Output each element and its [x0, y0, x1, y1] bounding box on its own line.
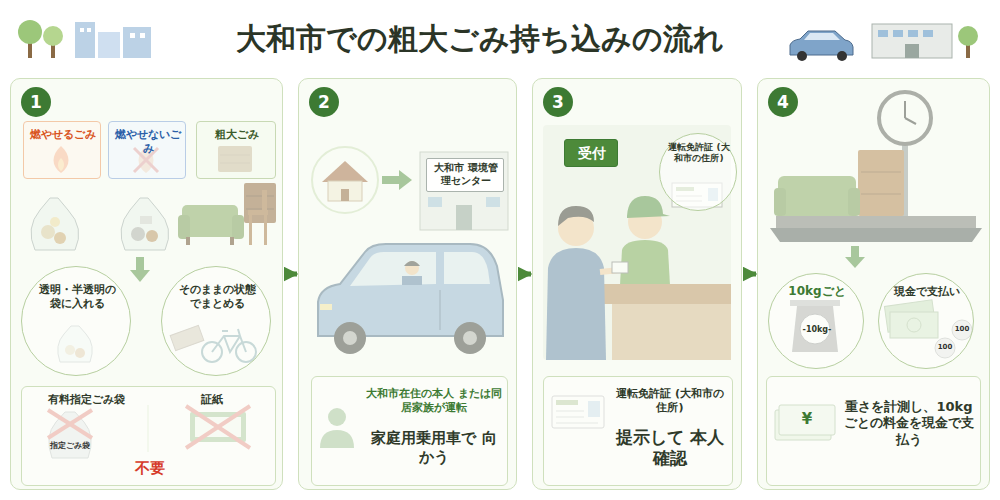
- node-heading: 重さを計測し、10kgごとの料金を現金で支払う: [843, 399, 975, 448]
- node-text: 不要: [114, 459, 186, 478]
- text-slot: 1: [21, 87, 51, 117]
- text-slot: 証紙: [152, 393, 272, 407]
- node-heading: 運転免許証 (大和市の住所): [668, 142, 730, 165]
- node-heading: 粗大ごみ: [199, 128, 275, 142]
- step-panel: 燃やせるごみ燃やせないごみ粗大ごみ透明・半透明の袋に入れる そのままの状態でまとめ…: [10, 78, 283, 490]
- node-heading: 運転免許証 (大和市の住所): [614, 387, 726, 415]
- step-circle: 10kgごと -10kg-: [768, 273, 864, 369]
- node-text: 証紙: [152, 393, 272, 407]
- step-panel: 受付運転免許証 (大和市の住所)運転免許証 (大和市の住所)提示して 本人確認3: [532, 78, 742, 490]
- node-heading: 10kgごと: [777, 284, 857, 299]
- header-trees: [43, 26, 63, 46]
- node-heading: 大和市 環境管理センター: [430, 162, 502, 187]
- header-buildings: [123, 27, 151, 58]
- step-arrow: [743, 272, 756, 277]
- header-buildings: [87, 28, 91, 32]
- header-building: [958, 26, 978, 46]
- header-building: [905, 44, 919, 58]
- step-arrow: [518, 272, 531, 277]
- text-slot: 10kgごと: [777, 284, 857, 299]
- text-slot: 重さを計測し、10kgごとの料金を現金で支払う: [843, 399, 975, 448]
- text-slot: 有料指定ごみ袋: [26, 393, 146, 407]
- header-car: [797, 51, 807, 61]
- text-slot: 運転免許証 (大和市の住所): [614, 387, 726, 415]
- node-heading: 燃やせないごみ: [111, 128, 185, 156]
- node-heading: 大和市在住の本人 または同居家族が運転: [364, 387, 504, 415]
- header-buildings: [75, 22, 151, 58]
- text-slot: 大和市 環境管理センター: [430, 162, 502, 187]
- step-circle: そのままの状態でまとめる: [161, 266, 271, 376]
- node-heading: 有料指定ごみ袋: [26, 393, 146, 407]
- header-building: [923, 30, 933, 37]
- header-buildings: [75, 22, 95, 58]
- node-heading: 受付: [567, 145, 617, 163]
- header-car: [837, 51, 847, 61]
- header-building: [908, 30, 918, 37]
- step-panel: 大和市 環境管理センター大和市在住の本人 または同居家族が運転家庭用乗用車で 向…: [298, 78, 517, 490]
- coin-label: 100: [952, 325, 972, 333]
- step-box: 運転免許証 (大和市の住所) 提示して 本人確認: [543, 376, 733, 486]
- step-circle: 運転免許証 (大和市の住所): [659, 133, 737, 211]
- text-slot: 燃やせるごみ: [26, 128, 100, 142]
- text-slot: 透明・半透明の袋に入れる: [37, 283, 117, 311]
- node-text: -10kg-: [799, 325, 835, 335]
- step-box: 大和市在住の本人 または同居家族が運転家庭用乗用車で 向かう: [311, 376, 508, 486]
- text-slot: 提示して 本人確認: [614, 427, 726, 470]
- step-circle: 現金で支払い: [878, 273, 974, 369]
- node-text: 家庭用乗用車で 向かう: [364, 429, 504, 467]
- header-building: [872, 24, 978, 58]
- header-trees: [18, 20, 63, 58]
- step-box: 燃やせるごみ: [23, 121, 101, 179]
- header-building: [878, 30, 888, 37]
- coin-label: 100: [935, 343, 955, 351]
- text-slot: 家庭用乗用車で 向かう: [364, 429, 504, 467]
- step-box: 重さを計測し、10kgごとの料金を現金で支払う: [766, 376, 981, 486]
- header-buildings: [130, 33, 135, 38]
- text-slot: 燃やせないごみ: [111, 128, 185, 156]
- step-number: 3: [543, 87, 573, 117]
- text-slot: 4: [768, 87, 798, 117]
- step-circle: 透明・半透明の袋に入れる: [21, 266, 131, 376]
- header-car: [790, 31, 853, 61]
- step-box: 大和市 環境管理センター: [426, 158, 504, 192]
- header-building: [872, 24, 952, 58]
- header-building: [893, 30, 903, 37]
- text-slot: そのままの状態でまとめる: [177, 283, 257, 311]
- bag-label: 指定ごみ袋: [45, 441, 95, 451]
- step-box: 燃やせないごみ: [108, 121, 186, 179]
- currency-mark: ¥: [797, 410, 817, 428]
- header-trees: [18, 20, 42, 44]
- text-slot: 運転免許証 (大和市の住所): [668, 142, 730, 165]
- text-slot: 3: [543, 87, 573, 117]
- step-box: 粗大ごみ: [196, 121, 276, 179]
- diagram-title: 大和市での粗大ごみ持ち込みの流れ: [180, 20, 780, 58]
- node-text: 提示して 本人確認: [614, 427, 726, 470]
- text-slot: 大和市在住の本人 または同居家族が運転: [364, 387, 504, 415]
- step-arrow: [284, 272, 297, 277]
- text-slot: 2: [309, 87, 339, 117]
- header-car: [804, 33, 840, 40]
- header-buildings: [98, 32, 120, 58]
- step-panel: 10kgごと -10kg- 現金で支払い重さを計測し、10kgごとの料金を現金で支払…: [757, 78, 990, 490]
- header-buildings: [80, 28, 84, 32]
- node-heading: そのままの状態でまとめる: [177, 283, 257, 311]
- step-box: 有料指定ごみ袋証紙不要: [21, 386, 276, 486]
- text-slot: 不要: [114, 459, 186, 478]
- step-number: 4: [768, 87, 798, 117]
- step-number: 2: [309, 87, 339, 117]
- text-slot: 受付: [567, 145, 617, 163]
- step-box: 受付: [564, 139, 618, 167]
- step-number: 1: [21, 87, 51, 117]
- node-heading: 現金で支払い: [887, 285, 967, 299]
- node-heading: 透明・半透明の袋に入れる: [37, 283, 117, 311]
- text-slot: -10kg-: [799, 325, 835, 335]
- node-heading: 燃やせるごみ: [26, 128, 100, 142]
- text-slot: 粗大ごみ: [199, 128, 275, 142]
- text-slot: 現金で支払い: [887, 285, 967, 299]
- header-buildings: [140, 33, 145, 38]
